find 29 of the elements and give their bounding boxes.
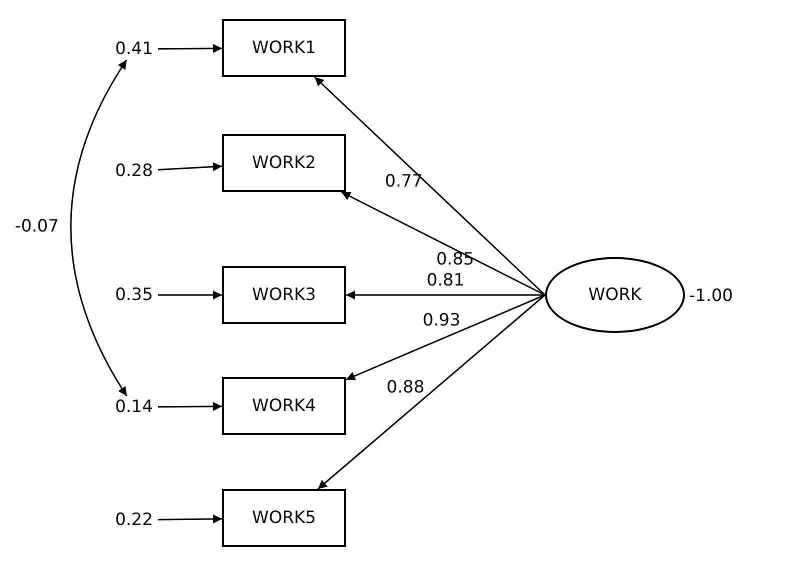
node-label: WORK4 <box>252 396 316 416</box>
node-label: WORK1 <box>252 38 316 58</box>
node-label: WORK3 <box>252 285 316 305</box>
edge-label: -0.07 <box>14 218 59 236</box>
covariance-arrow <box>70 60 128 396</box>
path-arrow <box>158 402 222 411</box>
path-arrow <box>346 290 545 300</box>
path-arrow <box>317 294 546 490</box>
node-label: WORK2 <box>252 153 316 173</box>
path-arrow <box>314 76 546 296</box>
edge-label: 0.88 <box>386 378 424 398</box>
edge-label: 0.85 <box>436 250 474 269</box>
node-label: WORK5 <box>252 508 316 528</box>
observed-variable-box <box>222 266 346 324</box>
path-arrow <box>341 191 546 296</box>
path-arrow <box>158 162 222 172</box>
path-arrow <box>158 44 222 53</box>
edge-label: 0.77 <box>384 172 423 192</box>
variance-label: -1.00 <box>689 286 733 306</box>
path-arrow <box>158 514 222 524</box>
path-arrow <box>158 290 222 300</box>
path-arrow <box>346 294 546 380</box>
edge-label: 0.93 <box>422 312 460 331</box>
observed-variable-box <box>222 377 346 435</box>
observed-variable-box <box>222 134 346 192</box>
node-label: WORK <box>588 285 642 305</box>
observed-variable-box <box>222 19 346 77</box>
edge-label: 0.81 <box>426 272 464 290</box>
observed-variable-box <box>222 489 346 547</box>
